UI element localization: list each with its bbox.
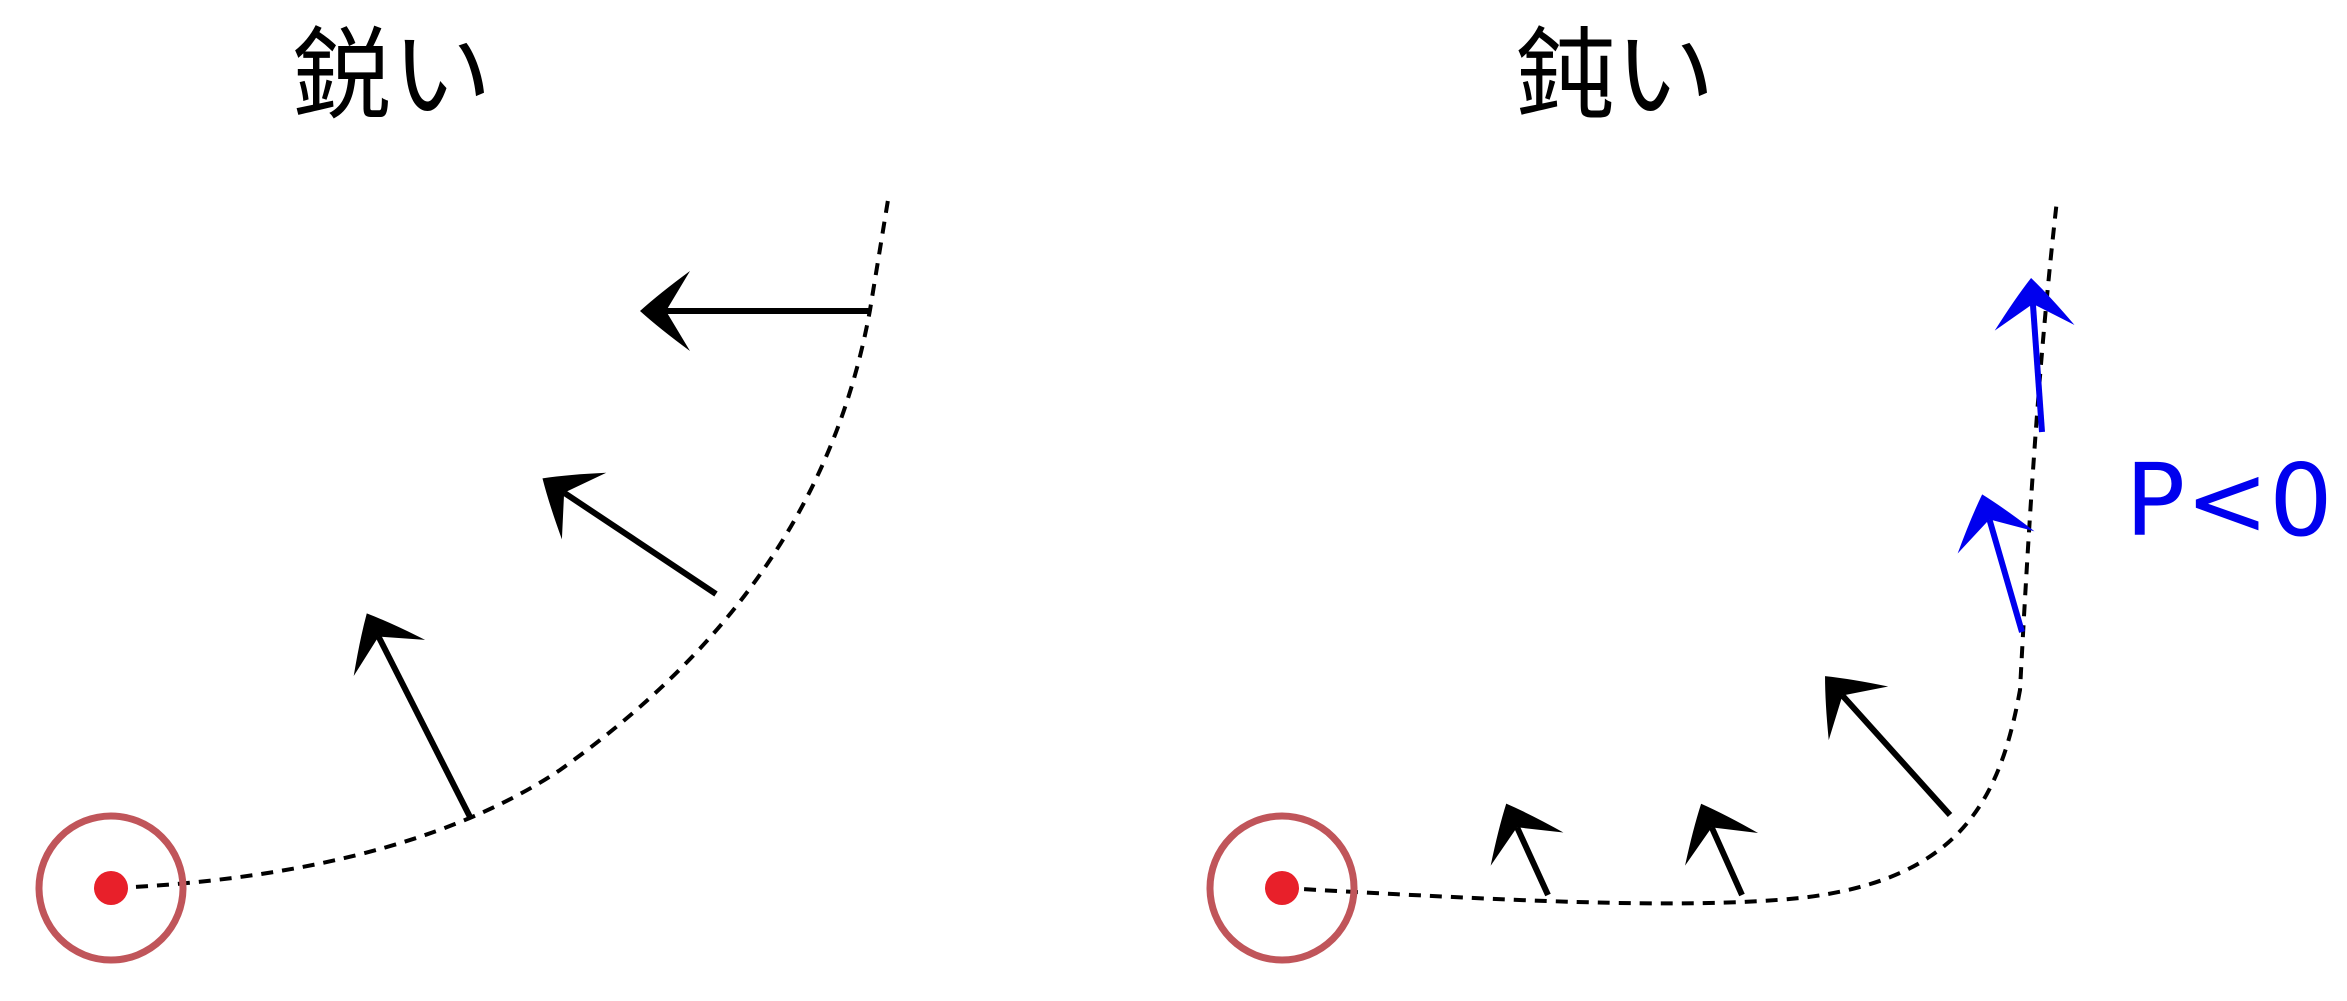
sharp-start-dot [94, 871, 128, 905]
arrow-head [1994, 277, 2075, 331]
arrow-shaft [1986, 518, 2025, 633]
arrow-shaft [1514, 826, 1551, 897]
blunt-force-arrow [1825, 676, 1953, 818]
arrow-head [1825, 676, 1889, 741]
arrow-head [542, 472, 607, 540]
arrow-shaft [1840, 693, 1953, 818]
blunt-force-arrow [1490, 803, 1564, 897]
negative-power-arrow [1994, 277, 2075, 433]
sharp-force-arrow [353, 613, 473, 819]
sharp-start-ring [35, 812, 187, 964]
blunt-start-ring [1206, 812, 1358, 964]
blunt-force-arrow [1685, 803, 1759, 897]
arrow-head [1490, 803, 1564, 866]
sharp-start-marker [35, 812, 187, 964]
arrow-shaft [562, 490, 718, 597]
blunt-start-marker [1206, 812, 1358, 964]
sharp-force-arrow [640, 271, 870, 351]
sharp-force-arrow [542, 472, 718, 597]
sharp-panel-title: 鋭い [292, 17, 492, 134]
blunt-panel-title: 鈍い [1515, 17, 1715, 134]
negative-power-label: P<0 [2125, 442, 2333, 559]
arrow-head [640, 271, 690, 351]
arrow-head [1957, 494, 2035, 554]
arrow-shaft [2029, 303, 2045, 433]
blunt-start-dot [1265, 871, 1299, 905]
arrow-head [1685, 803, 1759, 866]
negative-power-arrow [1957, 494, 2035, 633]
arrow-head [353, 613, 426, 677]
blunt-panel: 鈍い P<0 [1206, 17, 2333, 964]
arrow-shaft [375, 635, 473, 819]
blunt-trajectory [1282, 199, 2059, 906]
arrow-shaft [1709, 826, 1745, 897]
sharp-panel: 鋭い [35, 17, 890, 964]
sharp-trajectory [114, 199, 890, 890]
